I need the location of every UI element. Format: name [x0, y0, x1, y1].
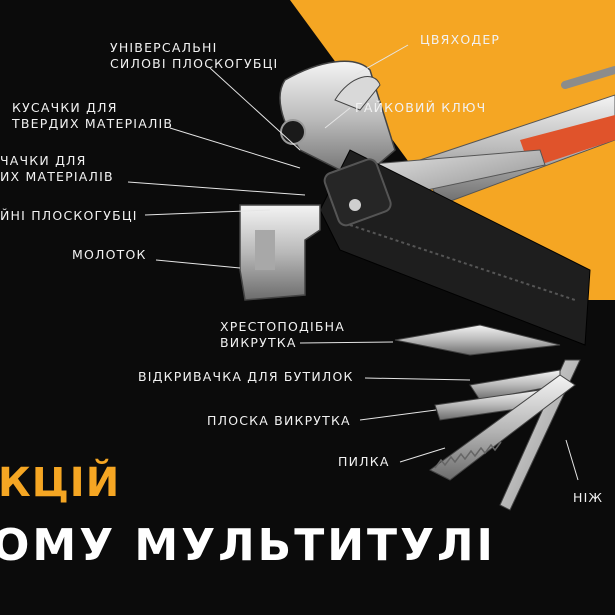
leader-hammer: [155, 259, 241, 269]
leader-knife: [565, 439, 579, 481]
knife-blade: [499, 359, 581, 511]
label-wire-cutter-hard-line2: ТВЕРДИХ МАТЕРІАЛІВ: [12, 116, 174, 131]
wrench-head: [334, 76, 381, 111]
headline-line2: ОМУ МУЛЬТИТУЛІ: [0, 520, 496, 571]
label-wrench: ГАЙКОВИЙ КЛЮЧ: [355, 100, 487, 115]
label-pliers-universal-line2: СИЛОВІ ПЛОСКОГУБЦІ: [110, 56, 279, 71]
label-phillips-line2: ВИКРУТКА: [220, 335, 297, 350]
label-pliers-universal-line1: УНІВЕРСАЛЬНІ: [110, 40, 218, 55]
leader-needle-nose: [144, 209, 271, 216]
leader-lines: [127, 44, 579, 481]
label-wire-cutter-soft-line2: ИХ МАТЕРІАЛІВ: [0, 169, 114, 184]
label-wire-cutter-hard: КУСАЧКИ ДЛЯ ТВЕРДИХ МАТЕРІАЛІВ: [12, 100, 173, 132]
leader-flat-screwdriver: [359, 409, 437, 421]
label-hammer: МОЛОТОК: [72, 247, 147, 262]
leader-pliers-universal: [209, 67, 301, 151]
leader-bottle-opener: [364, 377, 471, 381]
pivot-screw: [349, 199, 361, 211]
label-needle-nose: ЙНІ ПЛОСКОГУБЦІ: [0, 208, 138, 223]
label-saw: ПИЛКА: [338, 454, 390, 469]
hammer-head: [239, 204, 321, 301]
leader-wire-cutter-soft: [127, 181, 306, 196]
label-knife: НІЖ: [573, 490, 604, 505]
hex-nut-hole: [280, 119, 306, 145]
headline-line1: КЦІЙ: [0, 460, 121, 506]
phillips-blade: [394, 324, 561, 356]
label-wire-cutter-soft-line1: ЧАЧКИ ДЛЯ: [0, 153, 87, 168]
label-pliers-universal: УНІВЕРСАЛЬНІ СИЛОВІ ПЛОСКОГУБЦІ: [110, 40, 278, 72]
label-awl: ЦВЯХОДЕР: [420, 32, 501, 47]
label-wire-cutter-hard-line1: КУСАЧКИ ДЛЯ: [12, 100, 118, 115]
pliers-red-grip: [520, 115, 615, 168]
leader-awl: [354, 44, 409, 76]
pivot-knob: [323, 158, 392, 227]
saw-teeth: [434, 441, 502, 469]
leader-saw: [399, 447, 446, 463]
label-bottle-opener: ВІДКРИВАЧКА ДЛЯ БУТИЛОК: [138, 369, 354, 384]
label-phillips: ХРЕСТОПОДІБНА ВИКРУТКА: [220, 319, 345, 351]
leader-wrench: [324, 107, 351, 129]
saw-blade: [429, 374, 576, 481]
label-wire-cutter-soft: ЧАЧКИ ДЛЯ ИХ МАТЕРІАЛІВ: [0, 153, 114, 185]
awl-rod: [561, 66, 615, 89]
label-flat-screwdriver: ПЛОСКА ВИКРУТКА: [207, 413, 351, 428]
leader-phillips: [299, 341, 394, 344]
leader-wire-cutter-hard: [169, 127, 301, 169]
hammer-face: [255, 230, 275, 270]
label-phillips-line1: ХРЕСТОПОДІБНА: [220, 319, 346, 334]
